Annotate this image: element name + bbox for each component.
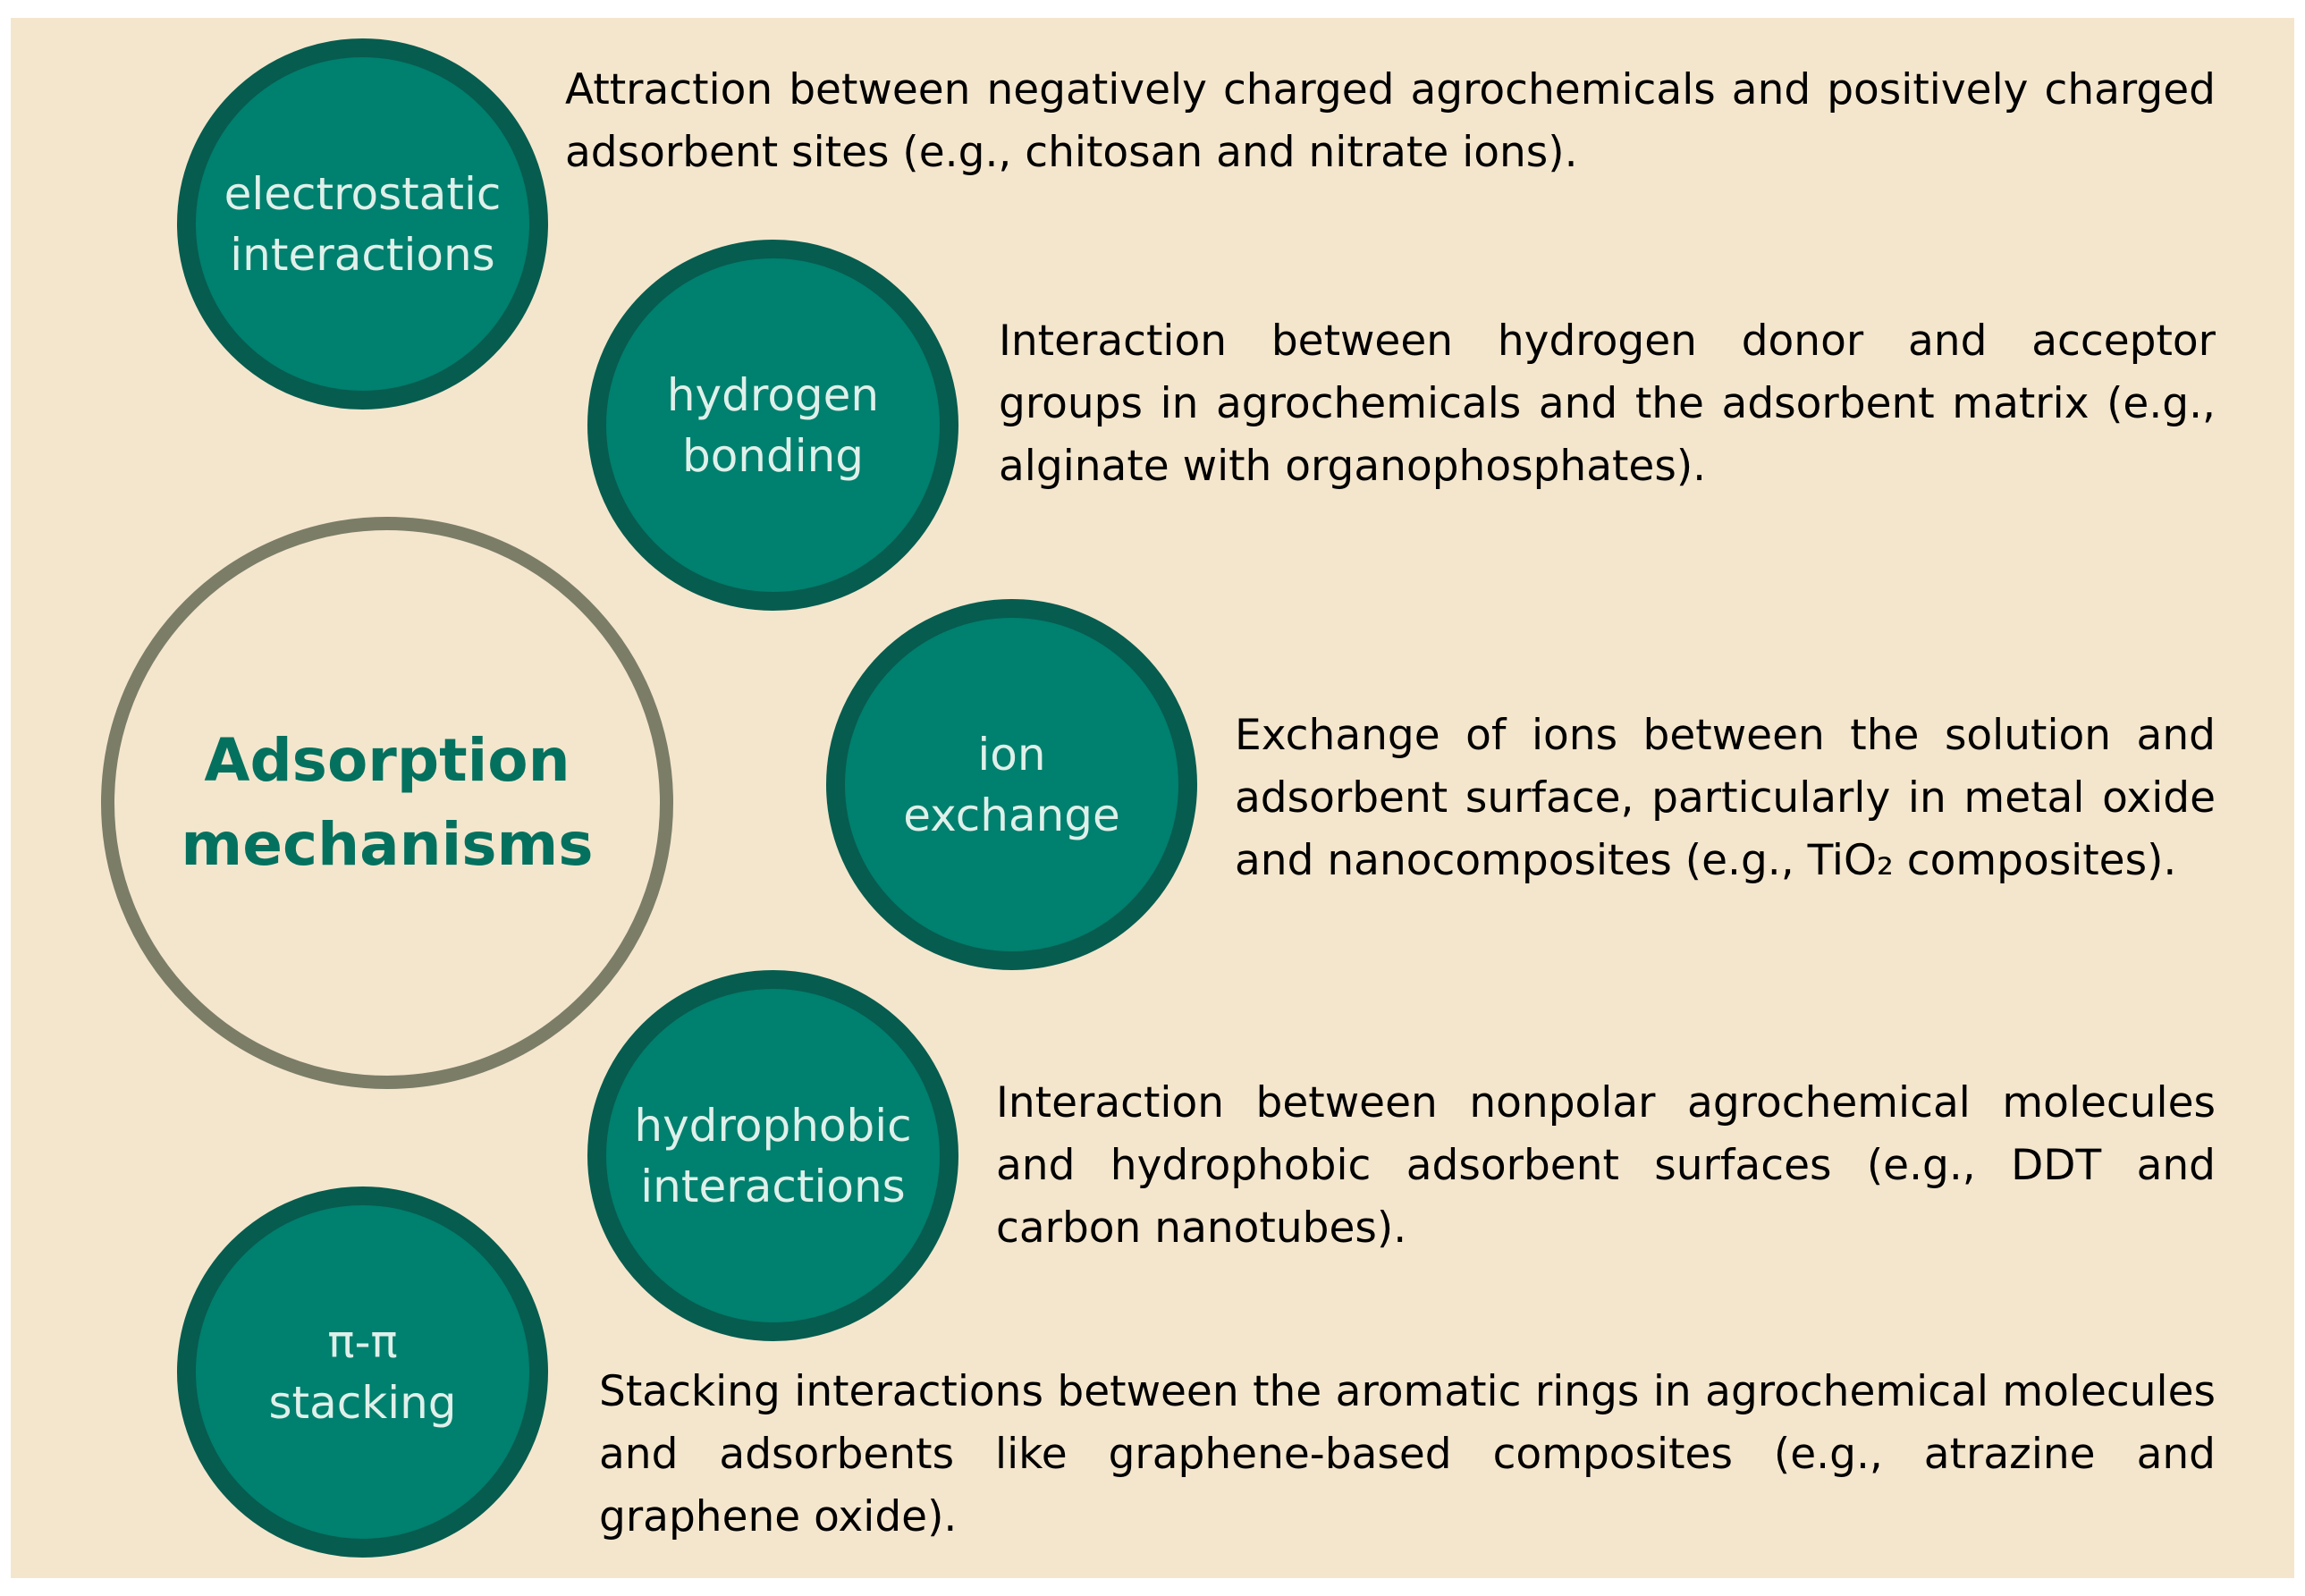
ion-exchange-description: Exchange of ions between the solution an… bbox=[1235, 711, 2216, 885]
hydrogen-bonding-label: hydrogen bonding bbox=[666, 368, 880, 482]
hydrophobic-interactions-circle: hydrophobic interactions bbox=[587, 970, 958, 1341]
hydrophobic-interactions-label: hydrophobic interactions bbox=[634, 1099, 912, 1212]
hydrophobic-interactions-description: Interaction between nonpolar agrochemica… bbox=[996, 1078, 2216, 1253]
pi-pi-stacking-description: Stacking interactions between the aromat… bbox=[599, 1367, 2216, 1541]
pi-pi-stacking-circle: π-π stacking bbox=[177, 1186, 548, 1558]
ion-exchange-circle: ion exchange bbox=[826, 599, 1197, 970]
electrostatic-interactions-circle: electrostatic interactions bbox=[177, 38, 548, 410]
electrostatic-interactions-description: Attraction between negatively charged ag… bbox=[565, 65, 2216, 177]
center-circle: Adsorption mechanisms bbox=[101, 517, 673, 1089]
electrostatic-interactions-label: electrostatic interactions bbox=[224, 167, 502, 281]
pi-pi-stacking-label: π-π stacking bbox=[268, 1315, 457, 1429]
ion-exchange-label: ion exchange bbox=[903, 728, 1120, 841]
center-title: Adsorption mechanisms bbox=[181, 726, 594, 879]
hydrogen-bonding-description: Interaction between hydrogen donor and a… bbox=[999, 317, 2216, 491]
hydrogen-bonding-circle: hydrogen bonding bbox=[587, 240, 958, 611]
